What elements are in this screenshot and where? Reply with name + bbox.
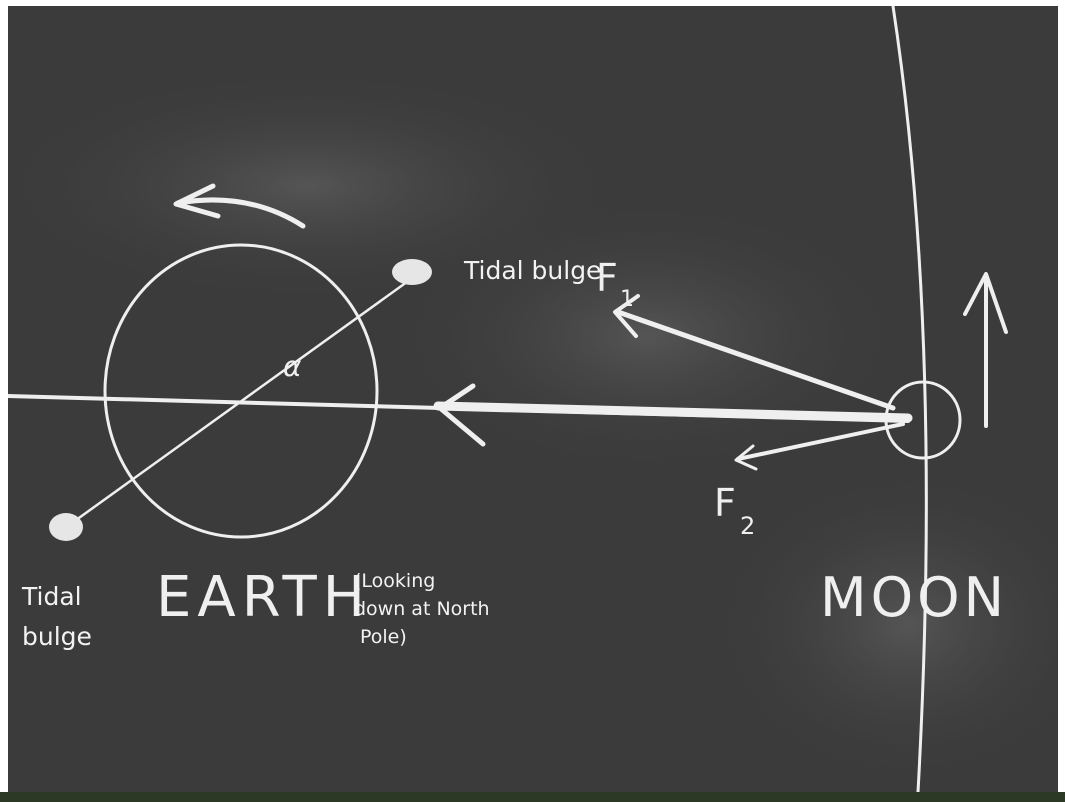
f2-letter: F	[714, 481, 736, 525]
tidal-bulge-top-label: Tidal bulge	[464, 256, 602, 285]
tidal-bulge-axis	[63, 272, 420, 530]
f2-arrowhead	[734, 444, 758, 471]
tidal-bulge-bottom-blob	[49, 513, 83, 541]
moon-circle	[884, 380, 962, 460]
earth-circle	[103, 243, 379, 539]
earth-rotation-arrowhead	[173, 183, 221, 219]
tidal-bulge-top-blob	[392, 259, 432, 285]
viewpoint-note-line2: down at North	[354, 598, 490, 620]
viewpoint-note-line1: (Looking	[354, 570, 436, 592]
f1-letter: F	[596, 256, 618, 300]
f1-subscript: 1	[620, 287, 634, 312]
f2-subscript: 2	[740, 512, 755, 540]
earth-chalk-label: EARTH	[156, 565, 371, 630]
moon-orbit-arc	[891, 6, 928, 792]
viewpoint-note-line3: Pole)	[360, 626, 407, 648]
moon-motion-arrowhead	[963, 272, 1008, 334]
alpha-symbol: α	[283, 350, 302, 383]
chalk-drawing: EARTH MOON α F 1 F 2	[8, 6, 1058, 792]
main-force-arrow	[433, 401, 913, 423]
f1-arrow	[615, 309, 896, 411]
f2-arrow	[736, 422, 905, 461]
earth-rotation-arrow	[175, 197, 306, 229]
main-force-arrowhead	[437, 383, 486, 447]
smudge	[388, 196, 908, 476]
f1-arrowhead	[613, 294, 640, 338]
bottom-edge-strip	[0, 792, 1065, 802]
chalkboard: EARTH MOON α F 1 F 2 Tidal bulge Tidal b…	[8, 6, 1058, 792]
tidal-bulge-left-label: Tidal bulge	[22, 577, 92, 657]
moon-chalk-label: MOON	[820, 566, 1008, 629]
smudge	[708, 466, 1058, 786]
tidal-bulge-left-line1: Tidal	[22, 582, 82, 611]
viewpoint-note: (Looking down at North Pole)	[354, 567, 490, 651]
tidal-bulge-left-line2: bulge	[22, 622, 92, 651]
